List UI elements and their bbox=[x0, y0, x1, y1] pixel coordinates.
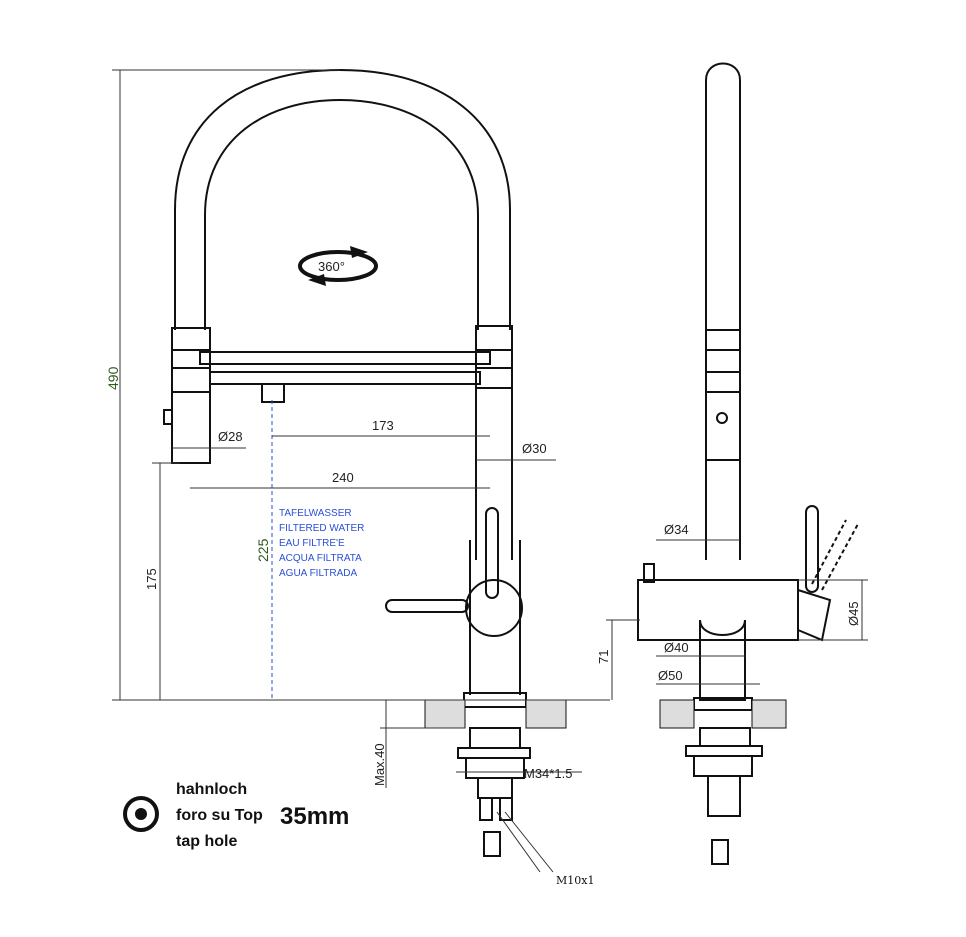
filter-outlet bbox=[261, 383, 285, 403]
dim-175: 175 bbox=[144, 568, 159, 590]
dim-d30: Ø30 bbox=[522, 441, 547, 456]
dim-d50: Ø50 bbox=[658, 668, 683, 683]
dim-225: 225 bbox=[255, 538, 271, 562]
dim-d28: Ø28 bbox=[218, 429, 243, 444]
dim-240: 240 bbox=[332, 470, 354, 485]
dim-173: 173 bbox=[372, 418, 394, 433]
dim-490: 490 bbox=[105, 366, 121, 390]
filtered-water-line: AGUA FILTRADA bbox=[279, 568, 357, 579]
side-body bbox=[637, 579, 799, 641]
filtered-water-line: ACQUA FILTRATA bbox=[279, 553, 362, 564]
dim-71: 71 bbox=[596, 650, 611, 664]
mixer-ball bbox=[465, 579, 523, 637]
right-collar bbox=[475, 325, 513, 389]
lever bbox=[485, 507, 499, 599]
tap-hole-line-de: hahnloch bbox=[176, 781, 247, 798]
side-dims bbox=[606, 539, 868, 700]
upper-crossbar bbox=[199, 351, 491, 365]
tap-hole-size: 35mm bbox=[280, 803, 349, 830]
rotation-icon bbox=[298, 246, 378, 286]
rotation-label: 360° bbox=[318, 259, 345, 274]
tap-hole-icon bbox=[123, 796, 159, 832]
filter-handle bbox=[385, 599, 469, 613]
dim-hose-thread: M10x1 bbox=[556, 874, 594, 887]
spout-arch-outer bbox=[174, 68, 511, 330]
filtered-water-line: TAFELWASSER bbox=[279, 508, 352, 519]
dim-d34: Ø34 bbox=[664, 522, 689, 537]
filtered-water-line: EAU FILTRE'E bbox=[279, 538, 345, 549]
height-dim-490 bbox=[112, 69, 610, 701]
dim-thread: M34*1.5 bbox=[524, 766, 572, 781]
lower-crossbar bbox=[209, 371, 481, 385]
side-view bbox=[637, 62, 859, 865]
dim-d40: Ø40 bbox=[664, 640, 689, 655]
dim-max40: Max.40 bbox=[372, 743, 387, 786]
spray-head bbox=[171, 327, 211, 464]
front-view bbox=[163, 68, 567, 857]
tap-hole-line-it: foro su Top bbox=[176, 807, 263, 824]
filtered-water-line: FILTERED WATER bbox=[279, 523, 364, 534]
filtered-water-labels: TAFELWASSER FILTERED WATER EAU FILTRE'E … bbox=[279, 508, 364, 579]
tap-hole-line-en: tap hole bbox=[176, 833, 237, 850]
dim-d45: Ø45 bbox=[846, 601, 861, 626]
side-spout bbox=[705, 62, 741, 560]
spout-arch-inner bbox=[204, 98, 479, 330]
reach-dims bbox=[172, 435, 556, 489]
counter-dims bbox=[380, 700, 582, 873]
